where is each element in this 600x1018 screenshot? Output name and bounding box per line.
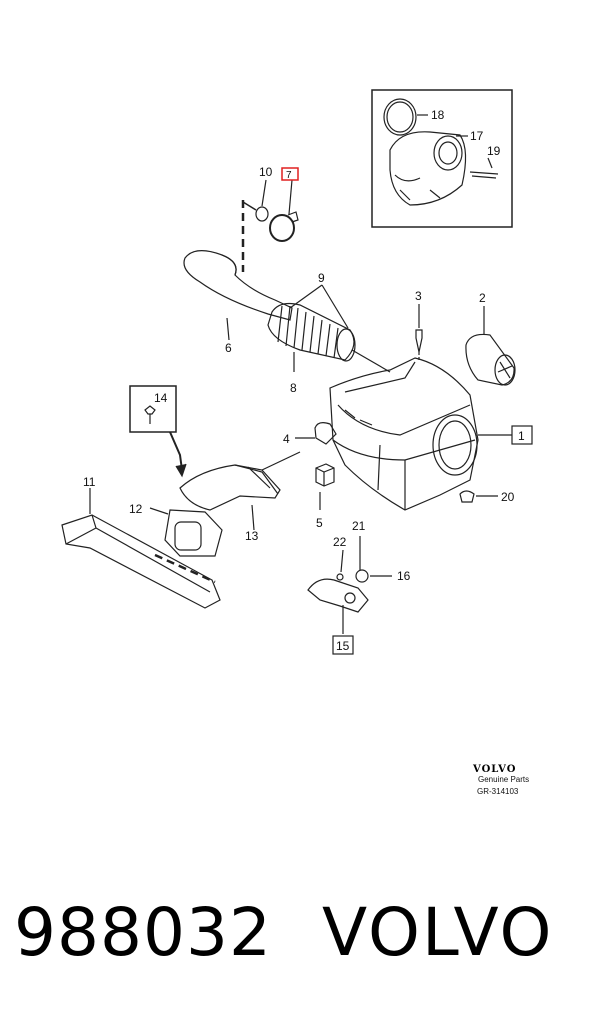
callout-21: 21 <box>352 519 366 533</box>
callout-9: 9 <box>318 271 325 285</box>
air-filter-housing-illustration <box>329 357 479 511</box>
clip-illustration <box>314 422 337 445</box>
callout-20: 20 <box>501 490 515 504</box>
callout-11: 11 <box>83 475 96 489</box>
footer: 988032 VOLVO <box>0 880 600 1000</box>
inlet-illustration <box>164 509 223 557</box>
parts-diagram: 18 17 19 10 7 9 3 2 6 8 14 4 1 11 20 12 … <box>61 89 533 796</box>
grommet-illustration <box>459 490 475 503</box>
callout-5: 5 <box>316 516 323 530</box>
callout-14: 14 <box>154 391 168 405</box>
callout-13: 13 <box>245 529 259 543</box>
bracket-illustration <box>307 569 369 613</box>
callout-10: 10 <box>259 165 273 179</box>
hose-clamp-illustration <box>269 214 295 242</box>
callout-frame-15 <box>332 635 354 655</box>
callout-7: 7 <box>286 170 292 181</box>
callout-3: 3 <box>415 289 422 303</box>
callout-16: 16 <box>397 569 411 583</box>
inset-frame <box>371 89 513 228</box>
logo-subtitle: Genuine Parts <box>478 775 529 784</box>
detail-frame-14 <box>129 385 177 433</box>
callout-18: 18 <box>431 108 445 122</box>
callout-2: 2 <box>479 291 486 305</box>
corrugated-hose-illustration <box>267 302 356 362</box>
callout-15: 15 <box>336 639 350 653</box>
callout-17: 17 <box>470 129 484 143</box>
brand-name: VOLVO <box>322 894 554 971</box>
logo-reference: GR-314103 <box>477 787 519 796</box>
volvo-logo-text: VOLVO <box>472 764 516 775</box>
callout-6: 6 <box>225 341 232 355</box>
lower-duct-illustration <box>61 514 221 609</box>
screw-illustration <box>415 329 423 353</box>
throttle-body-illustration <box>383 98 499 206</box>
callout-1: 1 <box>518 429 525 443</box>
intake-hose-illustration <box>183 250 293 321</box>
inlet-duct-illustration <box>179 464 281 511</box>
o-ring-illustration <box>255 206 269 222</box>
filter-element-illustration <box>465 333 516 386</box>
part-number: 988032 <box>14 894 272 971</box>
highlight-frame-7 <box>281 167 299 181</box>
callout-8: 8 <box>290 381 297 395</box>
callout-4: 4 <box>283 432 290 446</box>
callout-frame-1 <box>511 425 533 445</box>
callout-12: 12 <box>129 502 143 516</box>
callout-22: 22 <box>333 535 347 549</box>
block-illustration <box>315 463 335 487</box>
callout-19: 19 <box>487 144 501 158</box>
